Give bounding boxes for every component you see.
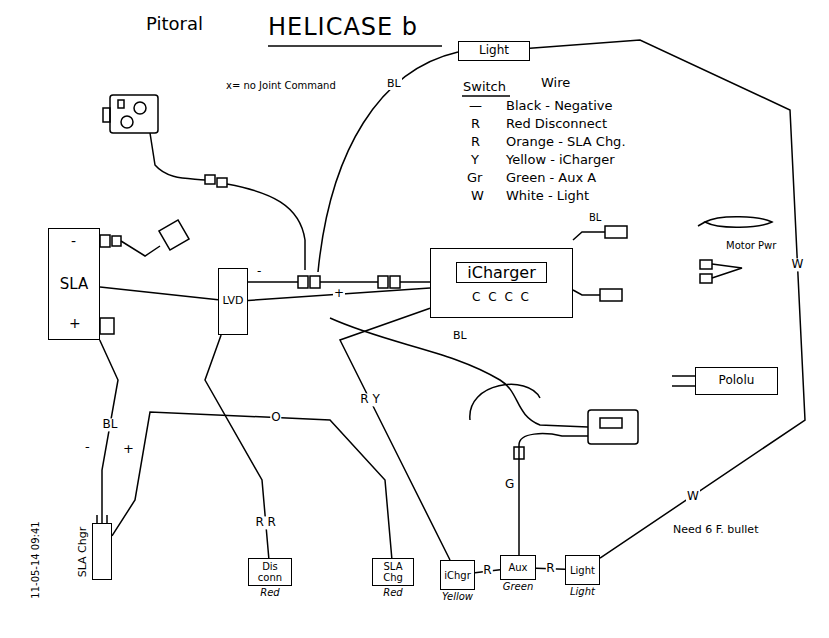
switch-caption: Light: [570, 586, 595, 597]
wire-label: -: [84, 440, 91, 454]
box-label: iChgr: [444, 570, 471, 581]
legend-text: Green - Aux A: [506, 170, 596, 185]
wire-label: Wire: [540, 76, 571, 90]
wire-label: Y: [470, 153, 480, 167]
wire-label: R: [482, 565, 492, 578]
wire-label: BL: [452, 330, 468, 342]
component-box: LVD: [218, 268, 248, 335]
legend-text: Orange - SLA Chg.: [506, 134, 626, 149]
wire-label: R: [470, 117, 481, 131]
component-box: iChgrYellow: [440, 560, 475, 590]
component-box: Dis connRed: [248, 558, 292, 586]
box-label: iCharger: [456, 262, 546, 284]
wire-label: +: [68, 316, 82, 331]
wire-label: G: [504, 478, 515, 491]
wire-label: BL: [588, 212, 602, 223]
legend-row: Green - Aux A: [505, 171, 597, 185]
wire-label: Switch: [462, 80, 507, 94]
wire-label: -: [256, 265, 262, 278]
legend-text: Black - Negative: [506, 98, 612, 113]
wire: [340, 308, 450, 560]
wire-label: BL: [386, 78, 402, 90]
wire-label: Gr: [466, 171, 483, 185]
wire-label: x= no Joint Command: [225, 80, 337, 91]
component-box: SLA Chgr: [92, 523, 112, 580]
box-label: SLA: [60, 276, 88, 293]
component-box: LightLight: [565, 555, 600, 585]
legend-row: Orange - SLA Chg.: [505, 135, 627, 149]
box-label: LVD: [223, 295, 244, 307]
wire-label: 11-05-14 09:41: [30, 520, 41, 599]
box-caption: C C C C: [472, 291, 531, 304]
wire: [248, 288, 430, 301]
component-box: iCharger C C C C: [430, 248, 573, 318]
wire-label: -: [70, 234, 77, 249]
wire-label: Pitoral: [145, 14, 204, 34]
wire-label: W: [470, 189, 485, 203]
legend-row: Red Disconnect: [505, 117, 608, 131]
wire-label: O: [270, 411, 281, 424]
box-label: Light: [479, 44, 509, 57]
wire-label: R: [470, 135, 481, 149]
box-label: Pololu: [719, 374, 755, 387]
component-box: Light: [458, 41, 530, 61]
wire: [100, 287, 218, 300]
box-label: Aux: [508, 562, 527, 573]
wire: [112, 412, 392, 558]
switch-caption: Yellow: [442, 591, 473, 602]
wire-label: W: [791, 258, 805, 271]
legend-row: Yellow - iCharger: [505, 153, 616, 167]
box-label: Dis conn: [249, 561, 291, 583]
switch-caption: Red: [383, 587, 402, 598]
wire-label: BL: [102, 418, 119, 431]
box-label: Light: [570, 565, 595, 576]
wire-label: Need 6 F. bullet: [672, 524, 759, 536]
component-box: SLA ChgRed: [372, 558, 414, 586]
wire-label: R Y: [359, 393, 380, 406]
wire-label: +: [122, 442, 135, 456]
wire-label: W: [686, 490, 700, 503]
wire-label: Motor Pwr: [725, 240, 777, 251]
legend-text: White - Light: [506, 188, 589, 203]
legend-row: White - Light: [505, 189, 590, 203]
wire-label: +: [333, 288, 345, 301]
wire-label: —: [468, 99, 483, 113]
legend-text: Yellow - iCharger: [506, 152, 615, 167]
component-box: AuxGreen: [500, 555, 536, 580]
switch-caption: Red: [260, 587, 279, 598]
wire-label: R R: [254, 516, 277, 529]
switch-caption: Green: [503, 581, 534, 592]
box-label: SLA Chg: [373, 561, 413, 583]
component-box: Pololu: [695, 367, 778, 395]
legend-text: Red Disconnect: [506, 116, 607, 131]
wire-label: R: [545, 562, 555, 575]
legend-row: Black - Negative: [505, 99, 613, 113]
diagram-title: HELICASE b: [268, 14, 418, 40]
wire: [100, 340, 118, 523]
box-label: SLA Chgr: [77, 526, 89, 577]
